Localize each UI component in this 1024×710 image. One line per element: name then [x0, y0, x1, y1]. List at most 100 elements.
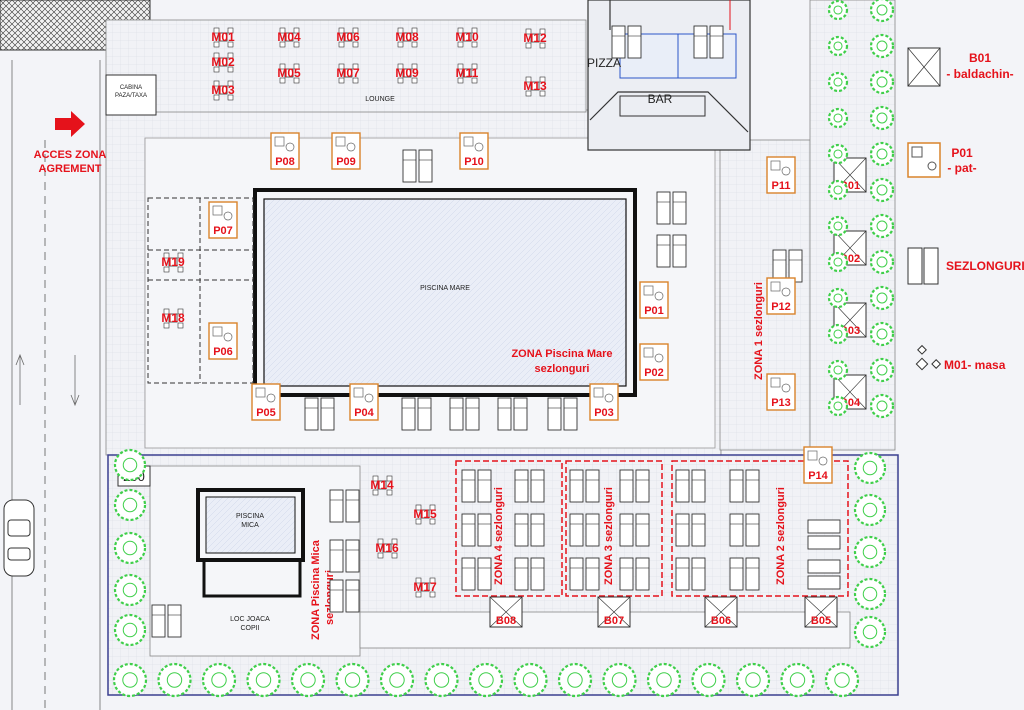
- lounger: [514, 557, 545, 591]
- tree-icon: [827, 215, 849, 237]
- table-m06: M06: [336, 27, 360, 48]
- bed-label: P08: [275, 156, 295, 168]
- table-m02: M02: [211, 52, 235, 73]
- lounger: [675, 557, 706, 591]
- canopy-b07: B07: [597, 596, 631, 628]
- lounger: [729, 469, 760, 503]
- table-m18: M18: [161, 308, 185, 329]
- table-m03: M03: [211, 80, 235, 101]
- table-label: M15: [413, 507, 437, 521]
- tree-icon: [468, 662, 504, 698]
- table-label: M18: [161, 311, 185, 325]
- table-label: M10: [455, 30, 479, 44]
- tree-icon: [735, 662, 771, 698]
- zone3-label: ZONA 3 sezlonguri: [603, 487, 615, 585]
- table-m13: M13: [523, 76, 547, 97]
- tree-icon: [827, 179, 849, 201]
- legend-table: M01- masa: [944, 358, 1006, 372]
- table-m17: M17: [413, 577, 437, 598]
- lounge-label: LOUNGE: [365, 96, 395, 103]
- tree-icon: [869, 321, 895, 347]
- table-m14: M14: [370, 475, 394, 496]
- canopy-b06: B06: [704, 596, 738, 628]
- lounger: [675, 513, 706, 547]
- canopy-label: B07: [604, 615, 624, 627]
- table-m04: M04: [277, 27, 301, 48]
- table-label: M03: [211, 83, 235, 97]
- lounger: [729, 513, 760, 547]
- zone2-label: ZONA 2 sezlonguri: [775, 487, 787, 585]
- tree-icon: [869, 0, 895, 23]
- play-area-label-1: LOC JOACA: [230, 616, 270, 623]
- table-m11: M11: [456, 63, 479, 84]
- table-m05: M05: [277, 63, 301, 84]
- lounger: [461, 513, 492, 547]
- tree-icon: [827, 143, 849, 165]
- booth-label-1: CABINA: [120, 85, 142, 91]
- lounger: [611, 25, 642, 59]
- lounger: [675, 469, 706, 503]
- tree-icon: [513, 662, 548, 698]
- lounger: [461, 469, 492, 503]
- table-m08: M08: [395, 27, 419, 48]
- bar-building: [587, 0, 751, 151]
- bed-p11: P11: [766, 156, 796, 194]
- lounger: [329, 489, 360, 523]
- canopy-b08: B08: [489, 596, 523, 628]
- small-pool-zone-label: ZONA Piscina Mica: [310, 539, 322, 640]
- bed-label: P09: [336, 156, 356, 168]
- table-label: M13: [523, 79, 547, 93]
- bed-p12: P12: [766, 277, 796, 315]
- loungers: [151, 25, 841, 638]
- tree-icon: [557, 662, 593, 698]
- table-m16: M16: [375, 538, 399, 559]
- zone1-label: ZONA 1 sezlonguri: [753, 282, 765, 380]
- lounger: [807, 559, 841, 590]
- lounger: [497, 397, 528, 431]
- tree-icon: [853, 615, 887, 649]
- table-m01: M01: [211, 27, 235, 48]
- lounger: [151, 604, 182, 638]
- canopy-label: B05: [811, 615, 831, 627]
- lounger: [547, 397, 578, 431]
- bed-label: P14: [808, 470, 828, 482]
- lounger: [461, 557, 492, 591]
- tree-icon: [853, 577, 887, 611]
- tree-icon: [827, 395, 849, 417]
- tree-icon: [113, 531, 147, 565]
- lounger: [514, 469, 545, 503]
- table-label: M04: [277, 30, 301, 44]
- lounger: [514, 513, 545, 547]
- legend-canopy-desc: - baldachin-: [946, 67, 1013, 81]
- big-pool-label: PISCINA MARE: [420, 285, 470, 292]
- bed-p05: P05: [251, 383, 281, 421]
- zone4-label: ZONA 4 sezlonguri: [493, 487, 505, 585]
- canopy-b05: B05: [804, 596, 838, 628]
- bar-label: BAR: [648, 92, 673, 106]
- table-m10: M10: [455, 27, 479, 48]
- table-label: M09: [395, 66, 419, 80]
- lounger: [619, 557, 650, 591]
- tree-icon: [246, 662, 281, 698]
- tree-icon: [113, 613, 147, 647]
- tree-icon: [869, 393, 895, 419]
- table-m12: M12: [523, 28, 547, 49]
- lounger: [619, 513, 650, 547]
- small-pool-label-2: MICA: [241, 522, 259, 529]
- bed-p02: P02: [639, 343, 669, 381]
- access-label-2: AGREMENT: [39, 163, 102, 175]
- tree-icon: [113, 573, 147, 607]
- lounger: [329, 579, 360, 613]
- tree-icon: [853, 451, 887, 485]
- tree-icon: [827, 323, 849, 345]
- lounger: [401, 397, 432, 431]
- lounger: [304, 397, 335, 431]
- legend-bed-desc: - pat-: [947, 161, 976, 175]
- road-arrow-down-icon: [70, 355, 80, 407]
- lounger: [772, 249, 803, 283]
- tree-icon: [827, 71, 849, 93]
- table-label: M17: [413, 580, 437, 594]
- booth-label-2: PAZA/TAXA: [115, 93, 147, 99]
- table-m19: M19: [161, 252, 185, 273]
- tree-icon: [869, 213, 895, 239]
